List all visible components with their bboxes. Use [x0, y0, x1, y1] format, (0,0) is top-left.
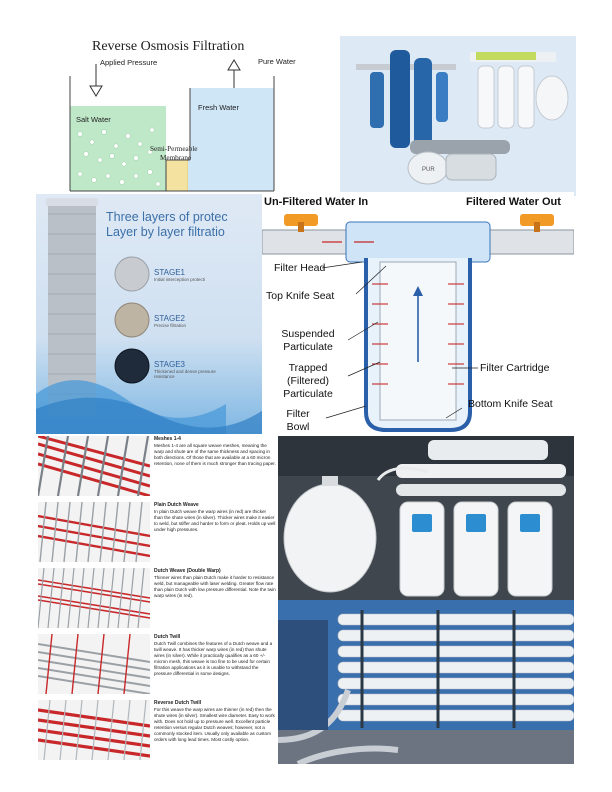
cartridge-label: Filter Cartridge	[480, 362, 550, 374]
stage-1: STAGE1 Initial interception protecti	[154, 268, 266, 282]
unfiltered-label: Un-Filtered Water In	[264, 196, 369, 208]
stage-1-name: STAGE1	[154, 268, 185, 277]
bowl-label: Filter Bowl	[286, 408, 310, 433]
pressure-arrow-icon	[89, 85, 103, 97]
salt-water-label: Salt Water	[76, 115, 111, 124]
membrane	[165, 159, 189, 192]
mesh-5-desc: For this weave the warp wires are thinne…	[154, 707, 275, 742]
stage-1-desc: Initial interception protecti	[154, 277, 206, 282]
filter-head-label: Filter Head	[274, 262, 326, 274]
pure-water-arrow-icon	[227, 59, 241, 71]
stage-3-name: STAGE3	[154, 360, 185, 369]
industrial-ro-plant-photo	[278, 600, 574, 764]
ro-system-photo	[278, 436, 574, 600]
ad-heading: Three layers of protec Layer by layer fi…	[106, 210, 266, 240]
stage-3-desc: Thickened and dense pressure resistance	[154, 369, 216, 379]
mesh-3-text: Dutch Weave (Double Warp)Thinner wires t…	[154, 568, 276, 599]
ad-heading-line2: Layer by layer filtratio	[106, 225, 225, 239]
stage-2-name: STAGE2	[154, 314, 185, 323]
trapped-label: Trapped (Filtered) Particulate	[283, 362, 333, 400]
mesh-5-title: Reverse Dutch Twill	[154, 700, 202, 706]
mesh-1-title: Meshes 1-4	[154, 436, 181, 442]
top-knife-seat-label: Top Knife Seat	[266, 290, 335, 302]
salt-particles	[77, 127, 161, 187]
home-filter-products-photo: PUR	[340, 36, 576, 196]
pure-water-label: Pure Water	[258, 57, 296, 66]
mesh-4-title: Dutch Twill	[154, 634, 181, 640]
mesh-3-desc: Thinner wires than plain Dutch make it h…	[154, 575, 276, 598]
filtered-label: Filtered Water Out	[466, 196, 561, 208]
filter-housing-diagram: Un-Filtered Water In Filtered Water Out …	[262, 192, 574, 438]
fresh-water-label: Fresh Water	[198, 103, 239, 112]
mesh-2-title: Plain Dutch Weave	[154, 502, 199, 508]
stage-2: STAGE2 Precise filtration	[154, 314, 266, 328]
three-layers-ad: Three layers of protec Layer by layer fi…	[36, 194, 266, 434]
reverse-osmosis-diagram: Reverse Osmosis Filtration Applied Press…	[40, 30, 340, 195]
ro-title: Reverse Osmosis Filtration	[92, 39, 244, 54]
pur-badge: PUR	[422, 167, 435, 173]
stage-3: STAGE3 Thickened and dense pressure resi…	[154, 360, 234, 379]
mesh-4-desc: Dutch Twill combines the features of a D…	[154, 641, 273, 676]
stage-2-desc: Precise filtration	[154, 323, 187, 328]
bottom-knife-seat-label: Bottom Knife Seat	[468, 398, 553, 410]
mesh-row-3: Dutch Weave (Double Warp)Thinner wires t…	[36, 566, 278, 632]
ad-heading-line1: Three layers of protec	[106, 210, 228, 224]
mesh-1-desc: Meshes 1-4 are all square weave meshes, …	[154, 443, 276, 466]
applied-pressure-label: Applied Pressure	[100, 58, 157, 67]
mesh-3-title: Dutch Weave (Double Warp)	[154, 568, 221, 574]
mesh-2-desc: In plain Dutch weave the warp wires (in …	[154, 509, 276, 532]
suspended-label: Suspended Particulate	[281, 328, 335, 353]
